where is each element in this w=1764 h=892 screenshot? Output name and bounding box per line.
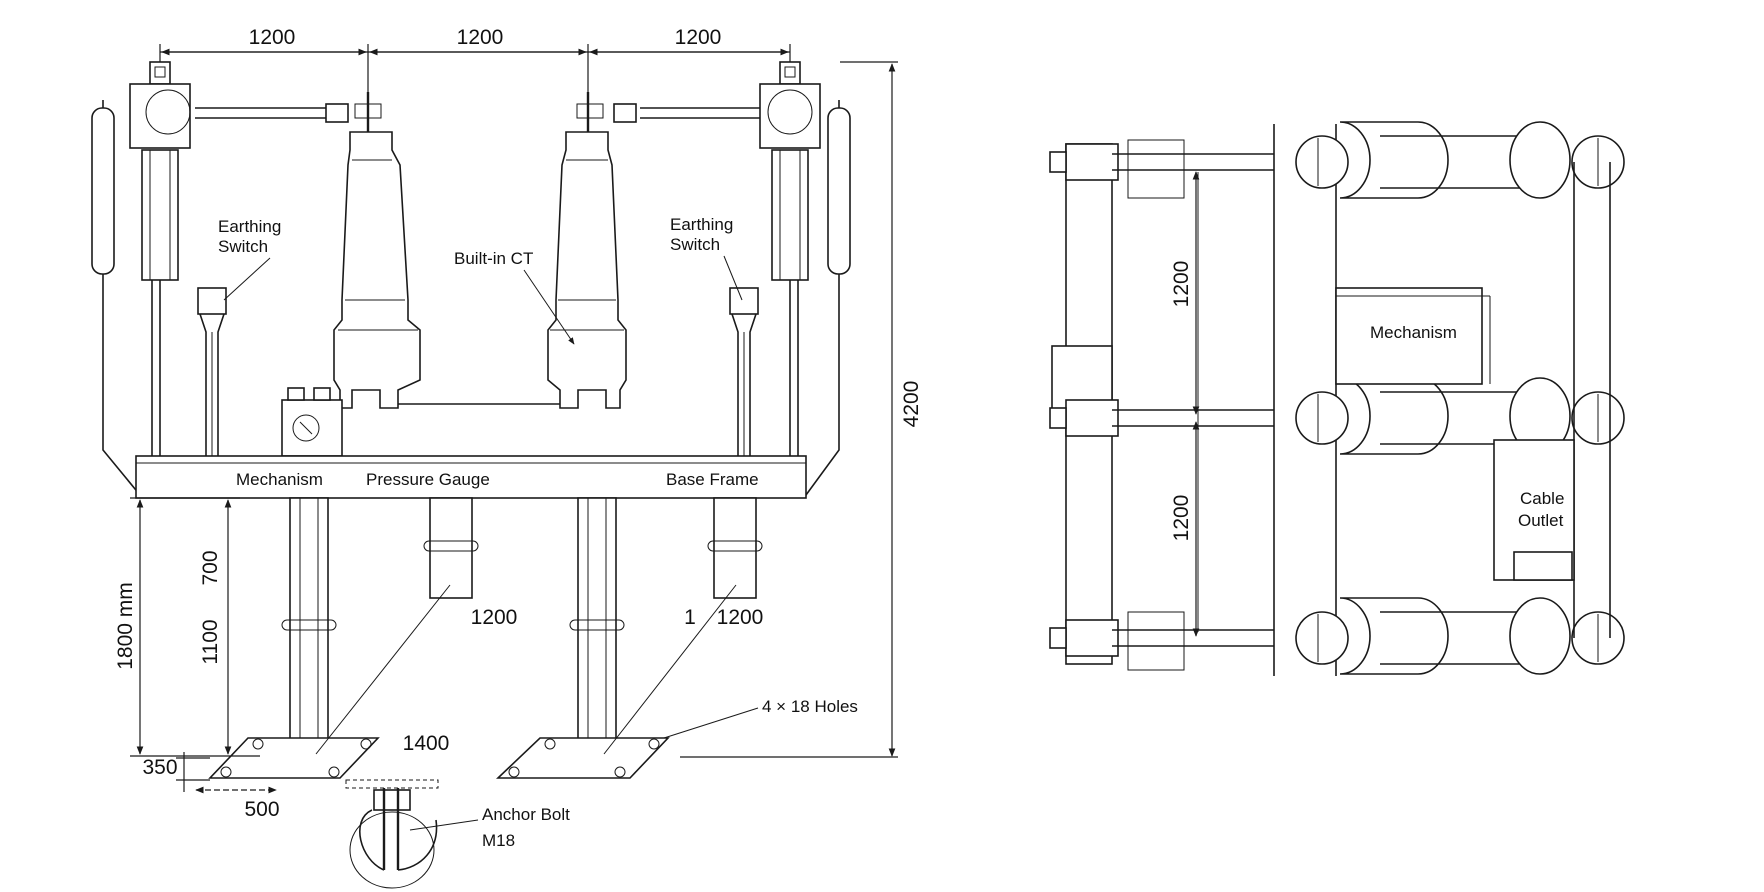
front-view: 1200 1200 1200 4200 xyxy=(91,26,923,889)
dim-top-span-lower: 1200 xyxy=(1170,495,1193,542)
label-built-in-ct: Built-in CT xyxy=(454,249,533,268)
label-pressure-gauge: Pressure Gauge xyxy=(366,470,490,489)
top-row-3 xyxy=(1065,597,1625,675)
label-earthing-switch-right-2: Switch xyxy=(670,235,720,254)
label-anchor-bolt-2: M18 xyxy=(482,831,515,850)
dim-top-span-2: 1200 xyxy=(457,26,504,49)
dim-foot-spacing: 1400 xyxy=(403,732,450,755)
label-anchor-bolt-1: Anchor Bolt xyxy=(482,805,570,824)
center-left-bushing xyxy=(333,131,421,409)
dim-support-height: 1100 xyxy=(199,619,222,664)
top-dimensions: 1200 1200 xyxy=(1170,171,1200,637)
dim-upper-height: 700 xyxy=(199,550,222,585)
label-cable-outlet-1: Cable xyxy=(1520,489,1564,508)
label-earthing-switch-left-1: Earthing xyxy=(218,217,281,236)
pressure-gauge-unit xyxy=(281,387,343,457)
label-cable-outlet-2: Outlet xyxy=(1518,511,1564,530)
anchor-bolt-detail: Anchor Bolt M18 xyxy=(345,779,570,889)
left-height-dimensions: 1800 mm 1100 700 350 500 1400 xyxy=(114,497,450,821)
top-bolt-ends xyxy=(1049,151,1067,649)
base-plates xyxy=(208,737,670,779)
label-earthing-switch-right-1: Earthing xyxy=(670,215,733,234)
right-pole xyxy=(759,61,851,496)
dim-center-mid-prefix: 1 xyxy=(684,606,696,629)
center-right-bushing xyxy=(547,131,627,409)
top-mechanism-box xyxy=(1335,287,1491,385)
earthing-switch-left xyxy=(197,287,227,456)
label-holes: 4 × 18 Holes xyxy=(762,697,858,716)
base-frame xyxy=(135,455,807,499)
support-legs xyxy=(281,497,763,757)
dim-top-span-upper: 1200 xyxy=(1170,261,1193,308)
dim-center-mid-2: 1200 xyxy=(717,606,764,629)
label-top-mechanism: Mechanism xyxy=(1370,323,1457,342)
dim-overall-height: 4200 xyxy=(900,381,923,428)
label-earthing-switch-left-2: Switch xyxy=(218,237,268,256)
label-mechanism: Mechanism xyxy=(236,470,323,489)
dim-top-span-1: 1200 xyxy=(249,26,296,49)
left-pole xyxy=(91,61,191,496)
leg-leaders: 1200 1 1200 xyxy=(315,584,764,755)
dim-top-span-3: 1200 xyxy=(675,26,722,49)
top-busbar xyxy=(195,92,760,140)
earthing-switch-right xyxy=(729,287,759,456)
top-view: 1200 1200 Mechanism Cable Outlet xyxy=(1049,121,1625,676)
overall-height-dimension: 4200 xyxy=(680,61,923,758)
top-dimension-chain: 1200 1200 1200 xyxy=(159,26,791,130)
dim-center-mid-1: 1200 xyxy=(471,606,518,629)
dim-total-height-left: 1800 mm xyxy=(114,582,137,670)
top-row-1 xyxy=(1065,121,1625,199)
dim-base-offset: 350 xyxy=(142,756,177,779)
top-cable-outlet xyxy=(1493,439,1575,581)
label-base-frame: Base Frame xyxy=(666,470,759,489)
dim-foot-width: 500 xyxy=(244,798,279,821)
